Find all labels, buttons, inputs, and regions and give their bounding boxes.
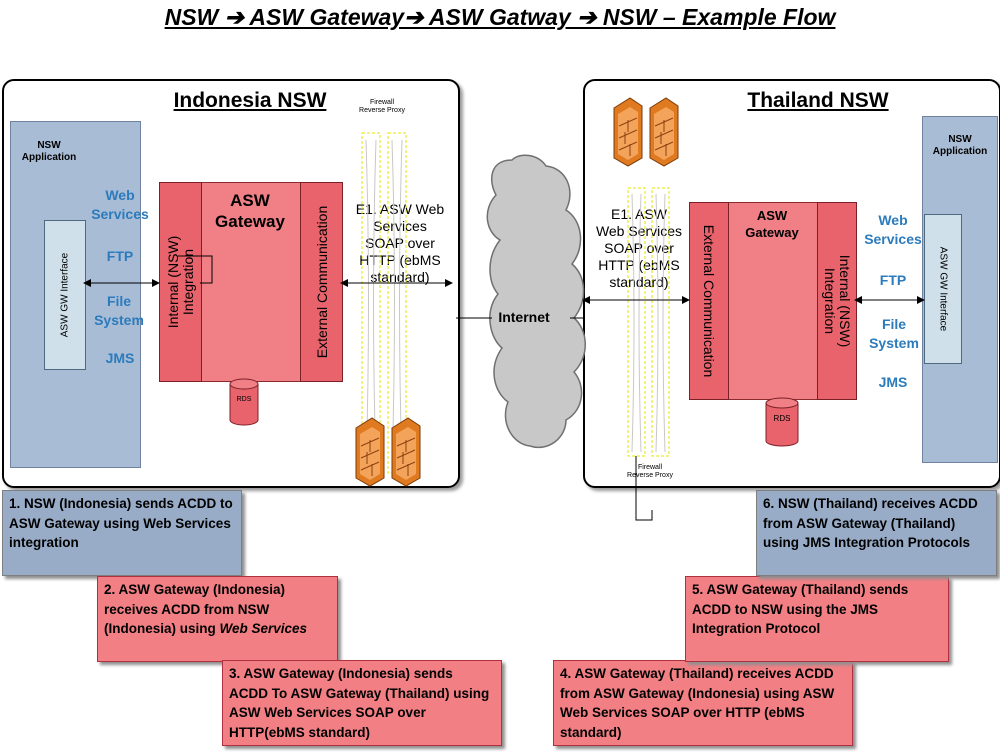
indonesia-rds-label: RDS [236,396,252,403]
step-1-box: 1. NSW (Indonesia) sends ACDD to ASW Gat… [2,490,242,576]
thailand-gateway-title: ASW Gateway [745,208,799,240]
indonesia-external-communication: External Communication [300,182,343,382]
thailand-service-web: Web Services [864,212,922,247]
indonesia-nsw-application [10,121,141,468]
thailand-service-ftp: FTP [879,272,907,288]
indonesia-service-web: Web Services [91,187,149,222]
thailand-gw-interface: ASW GW Interface [924,214,962,364]
thailand-firewall-label: Firewall Reverse Proxy [627,464,673,479]
indonesia-gateway-title: ASW Gateway [215,191,285,231]
indonesia-service-jms: JMS [105,350,135,366]
indonesia-service-ftp: FTP [106,248,134,264]
step-5-box: 5. ASW Gateway (Thailand) sends ACDD to … [685,576,949,662]
thailand-rds-label: RDS [773,414,791,423]
indonesia-service-file-system: File System [94,293,144,328]
indonesia-panel-title: Indonesia NSW [173,89,327,112]
step-2-emphasis: Web Services [219,621,308,636]
indonesia-app-label: NSW Application [21,140,77,163]
connector-lines [83,255,925,319]
page-title: NSW ➔ ASW Gateway➔ ASW Gatway ➔ NSW – Ex… [164,4,836,30]
thailand-app-label: NSW Application [932,134,988,157]
internet-label: Internet [498,309,550,325]
internet-cloud [486,154,586,449]
indonesia-gw-interface: ASW GW Interface [44,220,86,370]
step-4-box: 4. ASW Gateway (Thailand) receives ACDD … [553,660,853,746]
thailand-panel-title: Thailand NSW [747,89,889,112]
thailand-firewall-icon [613,97,679,167]
step-2-box: 2. ASW Gateway (Indonesia) receives ACDD… [97,576,338,662]
thailand-rds-icon [765,397,799,447]
step-6-box: 6. NSW (Thailand) receives ACDD from ASW… [756,490,997,576]
thailand-service-file-system: File System [869,316,919,351]
indonesia-firewall-icon [355,417,421,487]
indonesia-firewall-label: Firewall Reverse Proxy [359,99,405,114]
indonesia-rds-icon [229,378,259,426]
thailand-firewall-column [627,187,670,521]
thailand-service-jms: JMS [878,374,908,390]
step-2-text: 2. ASW Gateway (Indonesia) receives ACDD… [104,582,286,636]
step-3-box: 3. ASW Gateway (Indonesia) sends ACDD To… [222,660,502,746]
